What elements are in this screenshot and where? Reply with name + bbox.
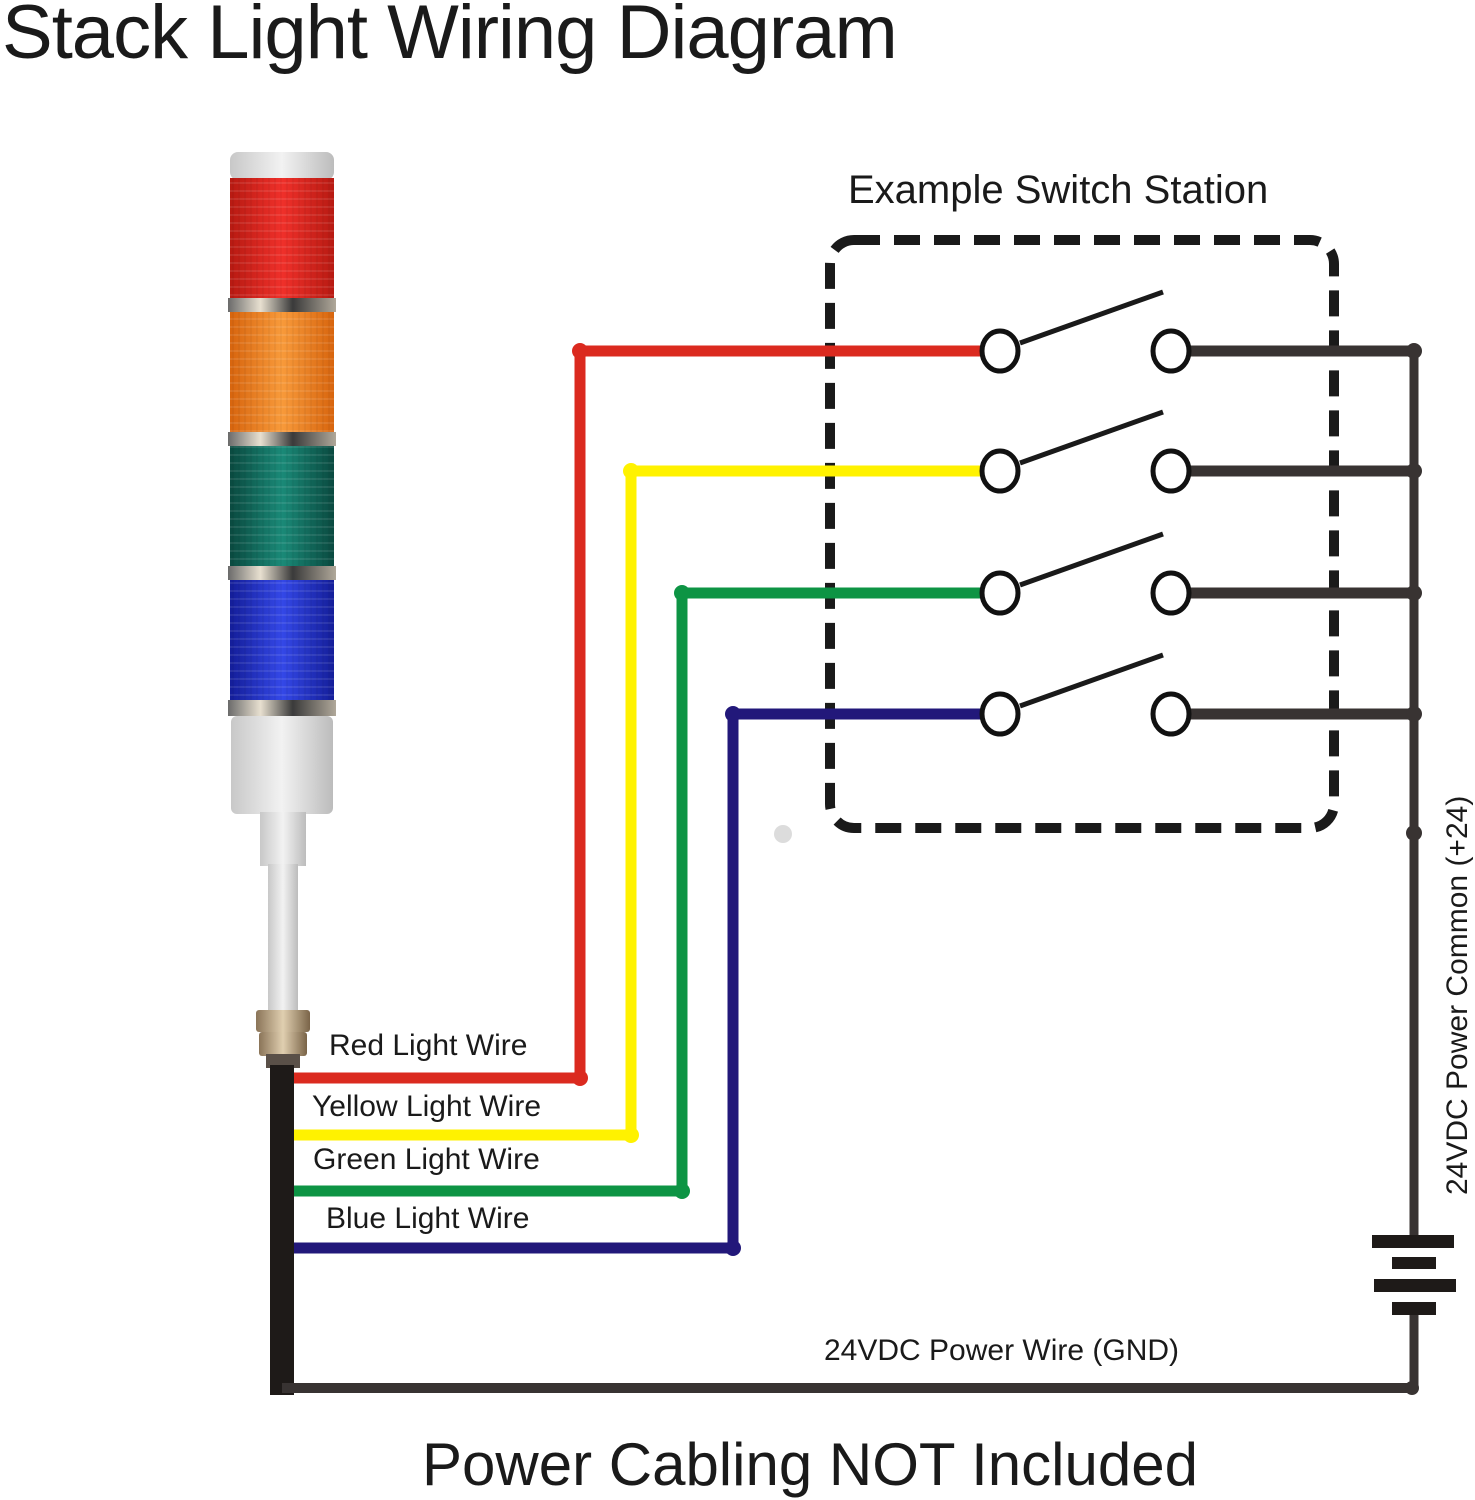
stack-light (228, 152, 336, 1068)
wire-path-green (294, 587, 982, 1197)
switch-lever[interactable] (1019, 289, 1164, 346)
wire-path-blue (294, 708, 982, 1254)
power-common-label: 24VDC Power Common (+24) (1441, 795, 1474, 1195)
stack-light-base (231, 716, 333, 814)
wire-label-yellow: Yellow Light Wire (312, 1090, 541, 1123)
tier-texture (230, 580, 334, 702)
wire-joint (623, 463, 639, 479)
wire-label-green: Green Light Wire (313, 1143, 540, 1176)
wire-yellow (294, 463, 982, 1143)
tier-ring (228, 566, 336, 580)
tier-texture (230, 178, 334, 300)
switch-terminal-in (979, 328, 1021, 374)
wire-joint (572, 343, 588, 359)
switch-terminal-in (979, 570, 1021, 616)
stack-light-neck (260, 812, 306, 866)
tier-texture (230, 446, 334, 568)
switch-lever[interactable] (1019, 652, 1164, 709)
wire-red (294, 343, 982, 1086)
wire-path-red (294, 345, 982, 1084)
wire-blue (294, 706, 982, 1256)
marker-dot (774, 825, 792, 843)
switch-red[interactable] (979, 289, 1192, 374)
bus-joint (1406, 585, 1422, 601)
main-cable (270, 1065, 294, 1395)
tier-ring (228, 298, 336, 312)
wire-green (294, 585, 982, 1199)
footer-note: Power Cabling NOT Included (422, 1431, 1198, 1498)
switch-green[interactable] (979, 531, 1192, 616)
switch-terminal-in (979, 448, 1021, 494)
bus-joint (1406, 463, 1422, 479)
wire-label-red: Red Light Wire (329, 1029, 528, 1062)
switch-blue[interactable] (979, 652, 1192, 737)
switch-terminal-in (979, 691, 1021, 737)
common-wire (1189, 343, 1422, 359)
switch-lever[interactable] (1019, 409, 1164, 466)
common-wire (1189, 706, 1422, 722)
switch-station-enclosure (825, 235, 1339, 833)
switch-yellow[interactable] (979, 409, 1192, 494)
common-wire (1189, 463, 1422, 479)
wire-joint (674, 585, 690, 601)
stack-light-gland (266, 1054, 300, 1068)
stack-light-nut (256, 1010, 310, 1032)
switch-terminal-out (1150, 448, 1192, 494)
stack-light-pole (268, 864, 298, 1012)
gnd-wire (282, 1381, 1419, 1395)
switch-lever[interactable] (1019, 531, 1164, 588)
tier-ring (228, 700, 336, 716)
switch-station-title: Example Switch Station (848, 168, 1269, 212)
bus-joint (1406, 343, 1422, 359)
diagram-title: Stack Light Wiring Diagram (2, 0, 898, 75)
wire-joint (725, 706, 741, 722)
tier-ring (228, 432, 336, 446)
switch-terminal-out (1150, 328, 1192, 374)
gnd-wire-label: 24VDC Power Wire (GND) (824, 1334, 1180, 1367)
common-wire (1189, 585, 1422, 601)
bus-joint (1406, 706, 1422, 722)
wire-path-yellow (294, 465, 982, 1141)
power-common-bus (1406, 351, 1422, 1240)
wire-label-blue: Blue Light Wire (326, 1202, 530, 1235)
stack-light-nut (259, 1032, 307, 1056)
battery-icon (1372, 1235, 1456, 1388)
tier-texture (230, 312, 334, 434)
switch-terminal-out (1150, 570, 1192, 616)
wire-joint (572, 1070, 588, 1086)
wire-joint (674, 1183, 690, 1199)
stack-light-cap (230, 152, 334, 180)
wire-joint (725, 1240, 741, 1256)
wire-joint (623, 1127, 639, 1143)
switch-terminal-out (1150, 691, 1192, 737)
